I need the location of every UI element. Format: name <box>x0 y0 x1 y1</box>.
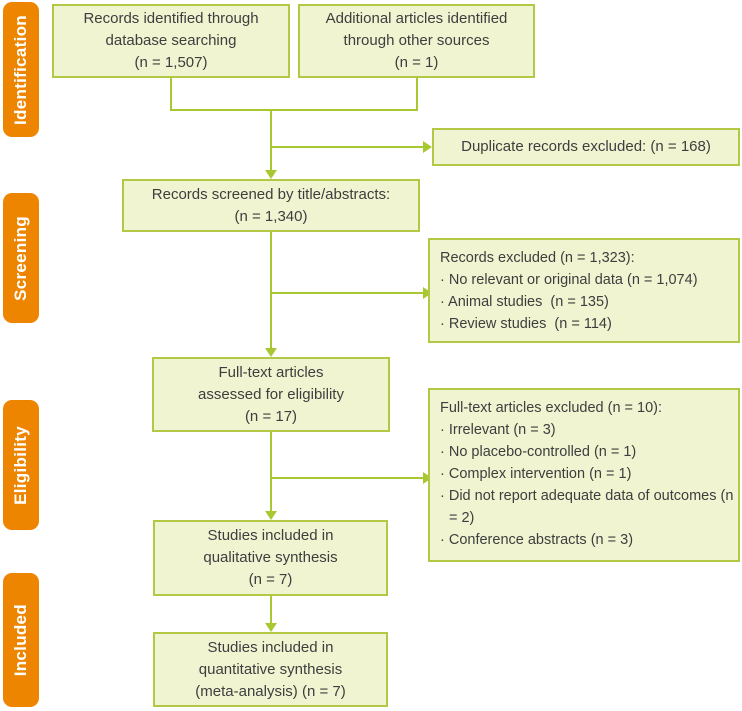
list-item: · Did not report adequate data of outcom… <box>440 488 734 526</box>
panel-title: Records excluded (n = 1,323): <box>440 250 635 266</box>
list-item: · Animal studies (n = 135) <box>440 294 609 310</box>
panel-records-excluded: Records excluded (n = 1,323): · No relev… <box>428 238 740 343</box>
connector-line <box>270 477 424 479</box>
list-item: · Irrelevant (n = 3) <box>440 422 556 438</box>
box-quantitative-synthesis: Studies included in quantitative synthes… <box>153 632 388 707</box>
arrow-down-icon <box>265 170 277 179</box>
stage-label-text: Identification <box>11 14 30 125</box>
stage-label-text: Screening <box>11 215 30 301</box>
arrow-down-icon <box>265 623 277 632</box>
connector-line <box>270 232 272 348</box>
list-item: · Complex intervention (n = 1) <box>440 466 632 482</box>
box-records-screened: Records screened by title/abstracts: (n … <box>122 179 420 232</box>
stage-label-identification: Identification <box>3 2 39 137</box>
box-fulltext-assessed: Full-text articles assessed for eligibil… <box>152 357 390 432</box>
panel-fulltext-excluded: Full-text articles excluded (n = 10): · … <box>428 388 740 562</box>
arrow-down-icon <box>265 511 277 520</box>
list-item: · Conference abstracts (n = 3) <box>440 532 634 548</box>
connector-line <box>270 596 272 623</box>
list-item: · Review studies (n = 114) <box>440 316 612 332</box>
stage-label-text: Eligibility <box>11 425 30 505</box>
connector-line <box>270 432 272 511</box>
list-item: · No relevant or original data (n = 1,07… <box>440 272 698 288</box>
stage-label-text: Included <box>11 603 30 677</box>
connector-line <box>170 109 418 111</box>
stage-label-eligibility: Eligibility <box>3 400 39 530</box>
connector-line <box>270 146 424 148</box>
arrow-right-icon <box>423 287 432 299</box>
box-duplicates-excluded: Duplicate records excluded: (n = 168) <box>432 128 740 166</box>
box-additional-articles: Additional articles identified through o… <box>298 4 535 78</box>
arrow-down-icon <box>265 348 277 357</box>
arrow-right-icon <box>423 141 432 153</box>
box-qualitative-synthesis: Studies included in qualitative synthesi… <box>153 520 388 596</box>
list-item: · No placebo-controlled (n = 1) <box>440 444 637 460</box>
connector-line <box>270 292 424 294</box>
stage-label-screening: Screening <box>3 193 39 323</box>
connector-line <box>416 78 418 111</box>
panel-title: Full-text articles excluded (n = 10): <box>440 400 663 416</box>
connector-line <box>270 109 272 171</box>
box-records-identified: Records identified through database sear… <box>52 4 290 78</box>
connector-line <box>170 78 172 111</box>
arrow-right-icon <box>423 472 432 484</box>
stage-label-included: Included <box>3 573 39 707</box>
